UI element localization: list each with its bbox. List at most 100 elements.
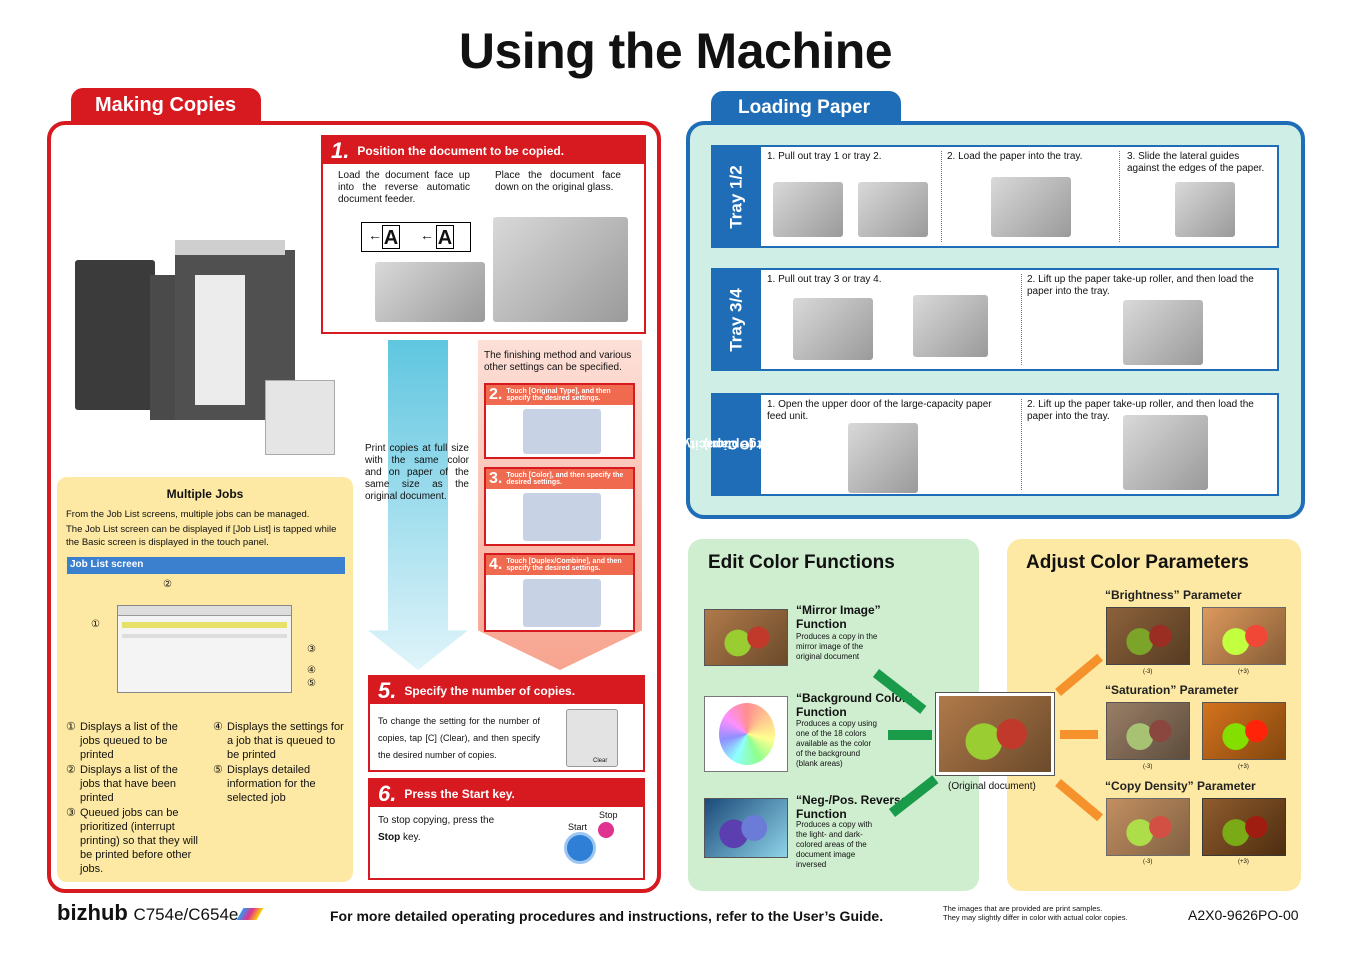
brightness-minus-label: (-3): [1143, 669, 1153, 675]
adf-illustration: [375, 262, 485, 322]
step-6-text-pre: To stop copying, press the: [378, 815, 495, 826]
mirror-desc: Produces a copy in the mirror image of t…: [796, 632, 878, 661]
mirror-sample-image: [704, 609, 788, 666]
arrow-to-saturation: [1060, 730, 1098, 739]
tray-1-2-row: Tray 1/2 1. Pull out tray 1 or tray 2. 2…: [711, 145, 1279, 248]
job-list-screen: [117, 605, 292, 693]
step-1-heading: Position the document to be copied.: [357, 143, 565, 158]
background-title: “Background Color”Function: [796, 691, 913, 719]
step-2-number: 2.: [489, 386, 503, 403]
color-wheel-image: [704, 696, 788, 772]
brightness-plus-label: (+3): [1238, 669, 1249, 675]
tray-3-4-img-1: [793, 298, 873, 360]
start-key-icon: [564, 832, 596, 864]
step-4-box: 4.Touch [Duplex/Combine], and then speci…: [484, 553, 635, 632]
step-4-screen: [523, 579, 601, 627]
lcu-img-1: [848, 423, 918, 493]
adjust-color-title: Adjust Color Parameters: [1026, 552, 1249, 573]
making-copies-tab: Making Copies: [71, 88, 261, 121]
brand-logo: bizhub C754e/C654e: [57, 900, 264, 926]
step-4-heading: Touch [Duplex/Combine], and then specify…: [506, 558, 622, 572]
copier-illustration: [65, 235, 345, 460]
step-6-number: 6.: [378, 780, 397, 806]
stop-key-label: Stop: [599, 810, 618, 820]
density-title: “Copy Density” Parameter: [1105, 779, 1256, 793]
finishing-note: The finishing method and various other s…: [484, 350, 632, 373]
step-5-box: 5. Specify the number of copies. To chang…: [368, 675, 645, 772]
callout-1: ①: [91, 619, 100, 630]
step-1-number: 1.: [331, 137, 350, 163]
brightness-minus-image: [1106, 607, 1190, 665]
tray-1-2-img-1: [773, 182, 843, 237]
mirror-title: “Mirror Image”Function: [796, 603, 881, 631]
tray-3-4-row: Tray 3/4 1. Pull out tray 3 or tray 4. 2…: [711, 268, 1279, 371]
edit-color-title: Edit Color Functions: [708, 552, 895, 573]
saturation-plus-image: [1202, 702, 1286, 760]
tray-1-2-step-1: 1. Pull out tray 1 or tray 2.: [767, 151, 882, 162]
neg-sample-image: [704, 798, 788, 858]
multiple-jobs-title: Multiple Jobs: [166, 487, 244, 501]
print-note: Print copies at full size with the same …: [365, 443, 469, 502]
step-6-text: To stop copying, press the Stop key.: [378, 812, 503, 846]
callout-3: ③: [307, 644, 316, 655]
original-document-label: (Original document): [948, 781, 1036, 792]
step-1-box: 1. Position the document to be copied. Lo…: [321, 135, 646, 334]
tray-1-2-img-4: [1175, 182, 1235, 237]
step-6-text-stop: Stop: [378, 832, 401, 843]
orientation-diagram: ← A ← A: [361, 222, 471, 252]
step-3-box: 3.Touch [Color], and then specify the de…: [484, 467, 635, 546]
tray-3-4-img-3: [1123, 300, 1203, 365]
neg-desc: Produces a copy with the light- and dark…: [796, 820, 873, 869]
step-1-adf-text: Load the document face up into the rever…: [338, 170, 470, 205]
model-name: C754e/C654e: [133, 905, 239, 924]
saturation-minus-image: [1106, 702, 1190, 760]
neg-title: “Neg-/Pos. Reverse”Function: [796, 793, 914, 821]
density-minus-label: (-3): [1143, 859, 1153, 865]
page-title: Using the Machine: [458, 23, 893, 79]
step-6-heading: Press the Start key.: [404, 786, 515, 801]
brightness-title: “Brightness” Parameter: [1105, 588, 1242, 602]
step-2-box: 2.Touch [Original Type], and then specif…: [484, 383, 635, 459]
orientation-letter-1: A: [382, 225, 400, 249]
tray-1-2-label: Tray 1/2: [727, 164, 747, 229]
step-3-heading: Touch [Color], and then specify the desi…: [506, 472, 624, 486]
step-3-number: 3.: [489, 470, 503, 487]
orientation-letter-2: A: [436, 225, 454, 249]
keypad-illustration: Clear: [566, 709, 618, 767]
tray-1-2-step-3: 3. Slide the lateral guides against the …: [1127, 151, 1265, 174]
step-5-heading: Specify the number of copies.: [404, 683, 576, 698]
brand-name: bizhub: [57, 900, 128, 925]
loading-paper-tab: Loading Paper: [711, 91, 901, 122]
tray-3-4-img-2: [913, 295, 988, 357]
glass-illustration: [493, 217, 628, 322]
lcu-step-1: 1. Open the upper door of the large-capa…: [767, 399, 992, 422]
step-3-screen: [523, 493, 601, 541]
tray-1-2-img-2: [858, 182, 928, 237]
step-4-number: 4.: [489, 556, 503, 573]
multiple-jobs-para-1: From the Job List screens, multiple jobs…: [66, 509, 310, 520]
step-6-text-post: key.: [400, 832, 421, 843]
lcu-step-2: 2. Lift up the paper take-up roller, and…: [1027, 399, 1254, 422]
callout-4: ④: [307, 665, 316, 676]
step-2-heading: Touch [Original Type], and then specify …: [506, 388, 611, 402]
lcu-img-2: [1123, 415, 1208, 490]
step-1-glass-text: Place the document face down on the orig…: [495, 170, 621, 193]
original-document-image: [935, 692, 1055, 776]
stop-key-icon: [598, 822, 614, 838]
saturation-minus-label: (-3): [1143, 764, 1153, 770]
brightness-plus-image: [1202, 607, 1286, 665]
density-plus-image: [1202, 798, 1286, 856]
tray-3-4-step-1: 1. Pull out tray 3 or tray 4.: [767, 274, 882, 285]
step-5-text: To change the setting for the number of …: [378, 716, 540, 760]
multiple-jobs-panel: Multiple Jobs From the Job List screens,…: [57, 477, 353, 882]
sample-note: The images that are provided are print s…: [943, 904, 1128, 922]
step-5-number: 5.: [378, 677, 397, 703]
start-key-label: Start: [568, 822, 588, 832]
saturation-plus-label: (+3): [1238, 764, 1249, 770]
callout-5: ⑤: [307, 678, 316, 689]
